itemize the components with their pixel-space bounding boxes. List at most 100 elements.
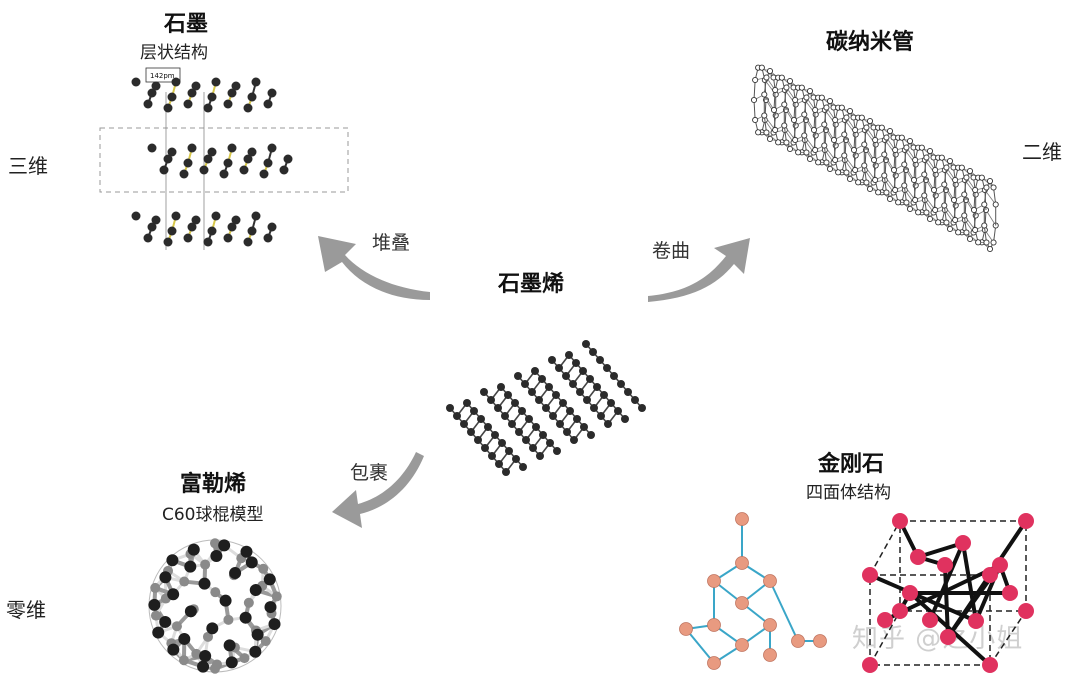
nanotube-atom — [986, 245, 994, 253]
graphite-atom — [239, 165, 249, 175]
graphene-atom — [495, 460, 503, 468]
graphite-atom — [243, 237, 253, 247]
graphite-atom — [143, 233, 153, 243]
nanotube-atom — [901, 161, 908, 168]
graphite-atom — [207, 226, 217, 236]
nanotube-atom — [941, 181, 948, 188]
nanotube-atom — [786, 77, 794, 85]
diamond-cell-atom — [968, 613, 984, 629]
diamond-cell-atom — [910, 549, 926, 565]
graphite-atom — [183, 233, 193, 243]
nanotube-atom — [795, 149, 802, 156]
nanotube-atom — [886, 195, 894, 203]
watermark: 知乎 @之小姐 — [852, 624, 1024, 654]
nanotube-atom — [752, 116, 759, 124]
nanotube-atom — [775, 139, 782, 146]
graphene-atom — [470, 407, 478, 415]
graphite-atom — [207, 92, 217, 102]
nanotube-atom — [781, 122, 788, 129]
diamond-cell-bond — [943, 564, 950, 638]
nanotube-model — [750, 64, 999, 253]
graphite-atom — [267, 88, 277, 98]
nanotube-atom — [963, 174, 970, 181]
nanotube-atom — [835, 169, 842, 176]
nanotube-atom — [766, 135, 774, 143]
diamond-cube-edge — [989, 610, 1027, 666]
graphene-atom — [553, 447, 561, 455]
graphene-atom — [583, 396, 591, 404]
graphite-atom — [163, 154, 173, 164]
nanotube-atom — [881, 172, 888, 179]
graphite-atom — [243, 103, 253, 113]
nanotube-atom — [770, 106, 778, 114]
diamond-tetra-atom — [763, 648, 777, 662]
graphene-atom — [529, 444, 537, 452]
graphene-atom — [488, 452, 496, 460]
graphite-atom — [267, 143, 277, 153]
graphene-atom — [614, 407, 622, 415]
graphite-atom — [279, 165, 289, 175]
graphite-atom — [167, 92, 177, 102]
nanotube-atom — [821, 142, 828, 149]
nanotube-atom — [918, 144, 925, 151]
graphite-atom — [251, 77, 261, 87]
fullerene-atom — [251, 628, 264, 641]
graphene-atom — [593, 383, 601, 391]
graphite-subtitle: 层状结构 — [140, 43, 208, 63]
graphene-atom — [548, 356, 556, 364]
wrap-label: 包裹 — [350, 462, 389, 484]
fullerene-dimension: 零维 — [6, 598, 46, 622]
nanotube-atom — [892, 146, 899, 154]
graphite-atom — [247, 226, 257, 236]
fullerene-atom — [159, 571, 172, 584]
stack-label: 堆叠 — [372, 232, 411, 254]
nanotube-bond — [753, 79, 756, 101]
graphene-atom — [621, 415, 629, 423]
graphite-atom — [143, 99, 153, 109]
graphene-atom — [481, 444, 489, 452]
nanotube-atom — [810, 126, 818, 134]
fullerene-atom — [258, 563, 269, 574]
diamond-tetra-atom — [735, 556, 749, 570]
diamond-subtitle: 四面体结构 — [806, 483, 891, 503]
graphene-atom — [538, 375, 546, 383]
nanotube-lattice — [750, 64, 999, 253]
diamond-cube-edge — [869, 520, 901, 576]
diamond-tetra-bond — [769, 580, 799, 642]
fullerene-atom — [210, 587, 221, 598]
nanotube-atom — [843, 169, 850, 176]
graphene-atom — [576, 388, 584, 396]
fullerene-atom — [159, 615, 172, 628]
graphene-atom — [511, 399, 519, 407]
nanotube-atom — [792, 96, 799, 104]
diamond-cell-atom — [902, 585, 918, 601]
nanotube-atom — [958, 164, 965, 171]
graphite-atom — [247, 147, 257, 157]
graphite-atom — [171, 77, 181, 87]
nanotube-bond — [853, 149, 856, 171]
nanotube-atom — [812, 146, 819, 154]
nanotube-atom — [755, 129, 762, 136]
graphene-atom — [494, 404, 502, 412]
graphite-atom — [191, 81, 201, 91]
nanotube-atom — [821, 121, 828, 128]
diamond-cell-bond — [908, 591, 992, 667]
graphite-atom — [179, 169, 189, 179]
graphite-atom — [167, 226, 177, 236]
fullerene-atom — [249, 584, 262, 597]
fullerene-atom — [210, 550, 223, 563]
graphene-atom — [515, 428, 523, 436]
nanotube-atom — [932, 166, 939, 174]
nanotube-atom — [961, 191, 968, 198]
nanotube-atom — [963, 229, 970, 236]
graphite-atom — [147, 143, 157, 153]
fullerene-title: 富勒烯 — [180, 472, 247, 497]
graphene-atom — [474, 436, 482, 444]
fullerene-atom — [219, 594, 232, 607]
graphite-atom — [183, 158, 193, 168]
nanotube-atom — [886, 127, 894, 135]
graphite-atom — [263, 158, 273, 168]
nanotube-atom — [823, 104, 830, 111]
diamond-cell-atom — [892, 603, 908, 619]
